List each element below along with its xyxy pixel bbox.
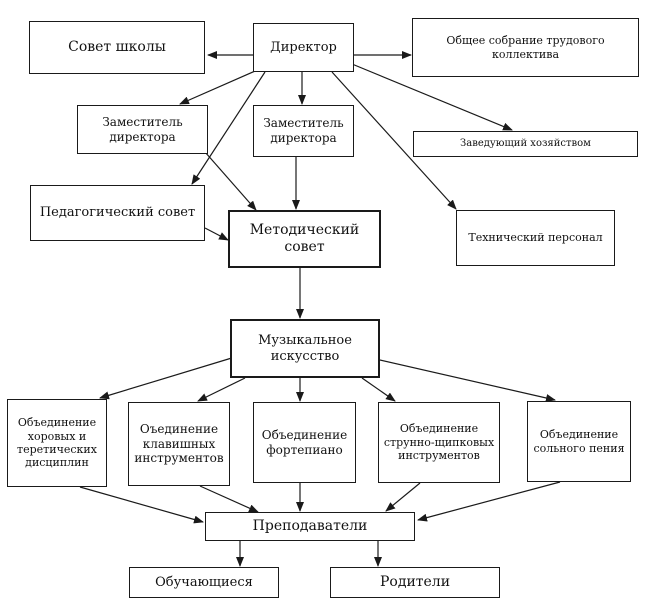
node-students: Обучающиеся [129, 567, 279, 598]
node-methodical-council: Методический совет [228, 210, 381, 268]
node-choral-theory: Объединение хоровых и теретических дисци… [7, 399, 107, 487]
node-keyboard: Оъединение клавишных инструментов [128, 402, 230, 486]
arrow-strings-to-teachers [385, 482, 421, 512]
node-deputy-center: Заместитель директора [253, 105, 354, 157]
arrow-solo-to-teachers [417, 481, 561, 522]
node-director: Директор [253, 23, 354, 72]
arrow-deputy-left-to-methodical [204, 151, 257, 211]
node-technical-staff: Технический персонал [456, 210, 615, 266]
node-household-manager: Заведующий хозяйством [413, 131, 638, 157]
arrow-musical-art-to-keyboard [197, 377, 246, 402]
arrow-director-to-deputy-left [179, 67, 263, 105]
node-parents: Родители [330, 567, 500, 598]
arrow-musical-art-to-strings [361, 377, 396, 402]
node-solo-singing: Объединение сольного пения [527, 401, 631, 482]
node-teachers: Преподаватели [205, 512, 415, 541]
arrow-director-to-technical [331, 71, 457, 210]
arrow-director-to-household [351, 63, 513, 131]
node-strings: Объединение струнно-щипковых инструменто… [378, 402, 500, 483]
arrow-keyboard-to-teachers [199, 485, 259, 513]
arrow-musical-art-to-solo [379, 359, 556, 402]
node-pedagogical-council: Педагогический совет [30, 185, 205, 241]
node-school-council: Совет школы [29, 21, 205, 74]
node-general-meeting: Общее собрание трудового коллектива [412, 18, 639, 77]
arrow-choral-to-teachers [79, 486, 204, 524]
node-musical-art: Музыкальное искусство [230, 319, 380, 378]
arrow-musical-art-to-choral [99, 356, 236, 400]
node-piano: Объединение фортепиано [253, 402, 356, 483]
node-deputy-left: Заместитель директора [77, 105, 208, 154]
arrow-director-to-pedagogical [191, 71, 266, 185]
arrow-pedagogical-to-methodical [204, 227, 229, 241]
